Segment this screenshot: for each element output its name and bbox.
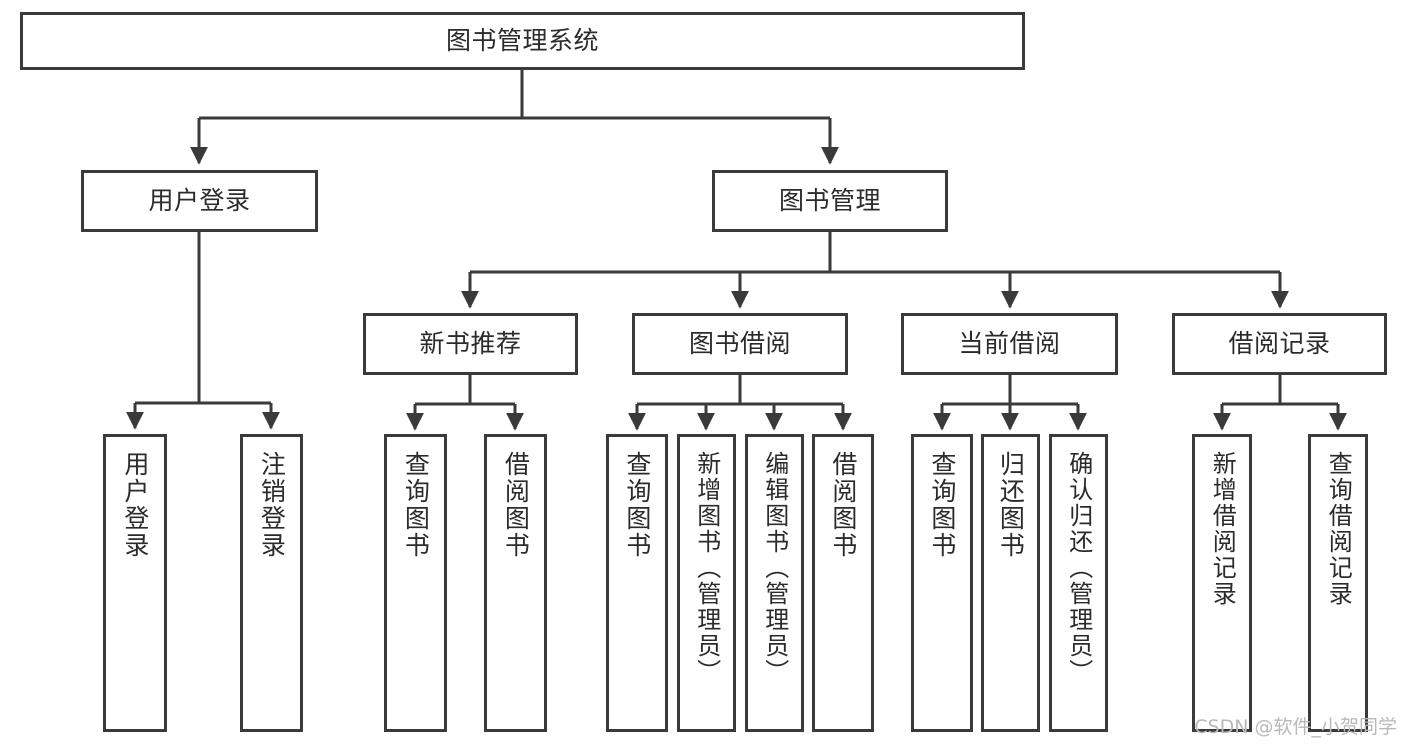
node-label: 借阅图书 <box>501 451 531 559</box>
node-label: 注销登录 <box>257 451 287 559</box>
node-label: 查询图书 <box>622 451 652 559</box>
leaf-return-book[interactable]: 归还图书 <box>981 434 1040 732</box>
node-label: 编辑图书（管理员） <box>760 451 789 685</box>
node-label: 用户登录 <box>148 186 251 216</box>
leaf-logout[interactable]: 注销登录 <box>240 434 303 732</box>
node-book-management[interactable]: 图书管理 <box>712 170 948 232</box>
leaf-user-login[interactable]: 用户登录 <box>103 434 167 732</box>
node-label: 新增图书（管理员） <box>692 451 721 685</box>
leaf-confirm-return-admin[interactable]: 确认归还（管理员） <box>1049 434 1108 732</box>
leaf-query-book-borrow[interactable]: 查询图书 <box>606 434 668 732</box>
node-book-borrow[interactable]: 图书借阅 <box>632 313 848 375</box>
node-label: 确认归还（管理员） <box>1064 451 1093 685</box>
node-current-borrow[interactable]: 当前借阅 <box>901 313 1118 375</box>
node-label: 归还图书 <box>996 451 1026 559</box>
node-label: 当前借阅 <box>958 329 1061 359</box>
leaf-edit-book-admin[interactable]: 编辑图书（管理员） <box>745 434 804 732</box>
node-root-system[interactable]: 图书管理系统 <box>20 12 1025 70</box>
node-new-book-recommend[interactable]: 新书推荐 <box>363 313 578 375</box>
node-label: 图书管理 <box>778 186 881 216</box>
node-label: 新书推荐 <box>419 329 522 359</box>
leaf-add-borrow-record[interactable]: 新增借阅记录 <box>1192 434 1252 732</box>
leaf-query-book-recommend[interactable]: 查询图书 <box>384 434 447 732</box>
node-user-login[interactable]: 用户登录 <box>81 170 318 232</box>
node-label: 查询图书 <box>401 451 431 559</box>
leaf-borrow-book-recommend[interactable]: 借阅图书 <box>484 434 547 732</box>
node-label: 图书管理系统 <box>445 26 599 56</box>
leaf-borrow-book[interactable]: 借阅图书 <box>812 434 874 732</box>
watermark-text: CSDN @软件_小贺同学 <box>1194 716 1397 738</box>
node-label: 查询借阅记录 <box>1324 451 1353 607</box>
node-label: 查询图书 <box>927 451 957 559</box>
node-label: 图书借阅 <box>688 329 791 359</box>
node-label: 新增借阅记录 <box>1208 451 1237 607</box>
node-label: 用户登录 <box>120 451 150 559</box>
node-borrow-record[interactable]: 借阅记录 <box>1172 313 1387 375</box>
node-label: 借阅图书 <box>828 451 858 559</box>
leaf-add-book-admin[interactable]: 新增图书（管理员） <box>677 434 736 732</box>
node-label: 借阅记录 <box>1228 329 1331 359</box>
leaf-query-book-current[interactable]: 查询图书 <box>911 434 973 732</box>
leaf-query-borrow-record[interactable]: 查询借阅记录 <box>1308 434 1368 732</box>
